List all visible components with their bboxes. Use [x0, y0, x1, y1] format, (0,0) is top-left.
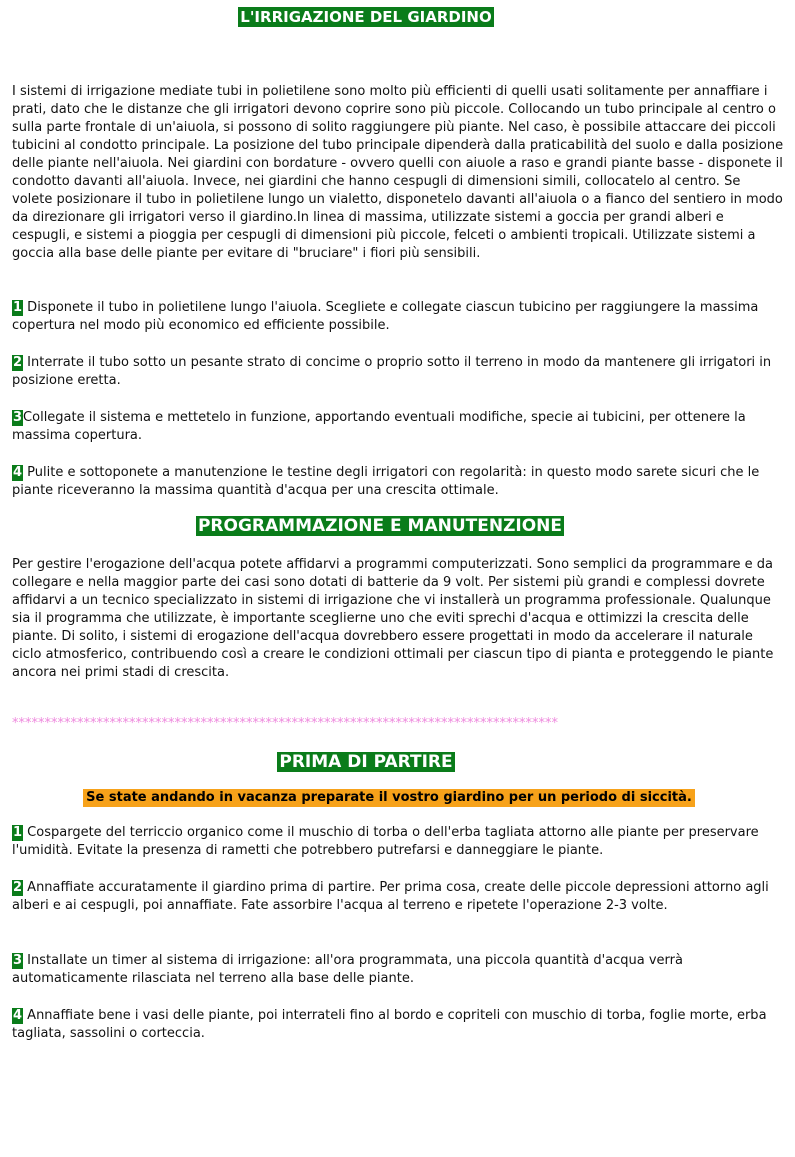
step-text: Installate un timer al sistema di irriga… [12, 953, 683, 986]
travel-step-1: 1 Cospargete del terriccio organico come… [12, 824, 784, 860]
warning-wrap: Se state andando in vacanza preparate il… [0, 789, 778, 807]
step-number: 3 [12, 410, 24, 426]
step-number: 3 [12, 953, 24, 969]
section-heading-prima-di-partire: PRIMA DI PARTIRE [277, 752, 455, 772]
step-number: 2 [12, 355, 24, 371]
travel-step-3: 3 Installate un timer al sistema di irri… [12, 952, 784, 988]
step-2: 2 Interrate il tubo sotto un pesante str… [12, 354, 784, 390]
step-number: 4 [12, 1008, 24, 1024]
section-heading-programmazione: PROGRAMMAZIONE E MANUTENZIONE [195, 516, 565, 536]
section-heading-wrap: PROGRAMMAZIONE E MANUTENZIONE [0, 516, 760, 536]
page-title-wrap: L'IRRIGAZIONE DEL GIARDINO [0, 7, 732, 27]
page-title: L'IRRIGAZIONE DEL GIARDINO [238, 7, 494, 27]
vacation-warning: Se state andando in vacanza preparate il… [83, 789, 695, 807]
step-3: 3 Collegate il sistema e mettetelo in fu… [12, 409, 784, 445]
step-text: Collegate il sistema e mettetelo in funz… [12, 410, 746, 443]
step-text: Disponete il tubo in polietilene lungo l… [12, 300, 759, 333]
step-number: 4 [12, 465, 24, 481]
step-text: Pulite e sottoponete a manutenzione le t… [12, 465, 760, 498]
step-number: 1 [12, 825, 24, 841]
step-text: Interrate il tubo sotto un pesante strat… [12, 355, 772, 388]
intro-paragraph: I sistemi di irrigazione mediate tubi in… [12, 84, 784, 261]
section-heading-wrap: PRIMA DI PARTIRE [0, 752, 732, 772]
star-divider: ****************************************… [12, 716, 558, 731]
step-text: Annaffiate bene i vasi delle piante, poi… [12, 1008, 767, 1041]
step-text: Annaffiate accuratamente il giardino pri… [12, 880, 769, 913]
travel-step-4: 4 Annaffiate bene i vasi delle piante, p… [12, 1007, 784, 1043]
step-1: 1 Disponete il tubo in polietilene lungo… [12, 299, 784, 335]
step-number: 2 [12, 880, 24, 896]
step-number: 1 [12, 300, 24, 316]
programmazione-paragraph: Per gestire l'erogazione dell'acqua pote… [12, 557, 774, 680]
travel-step-2: 2 Annaffiate accuratamente il giardino p… [12, 879, 784, 915]
step-4: 4 Pulite e sottoponete a manutenzione le… [12, 464, 784, 500]
step-text: Cospargete del terriccio organico come i… [12, 825, 759, 858]
